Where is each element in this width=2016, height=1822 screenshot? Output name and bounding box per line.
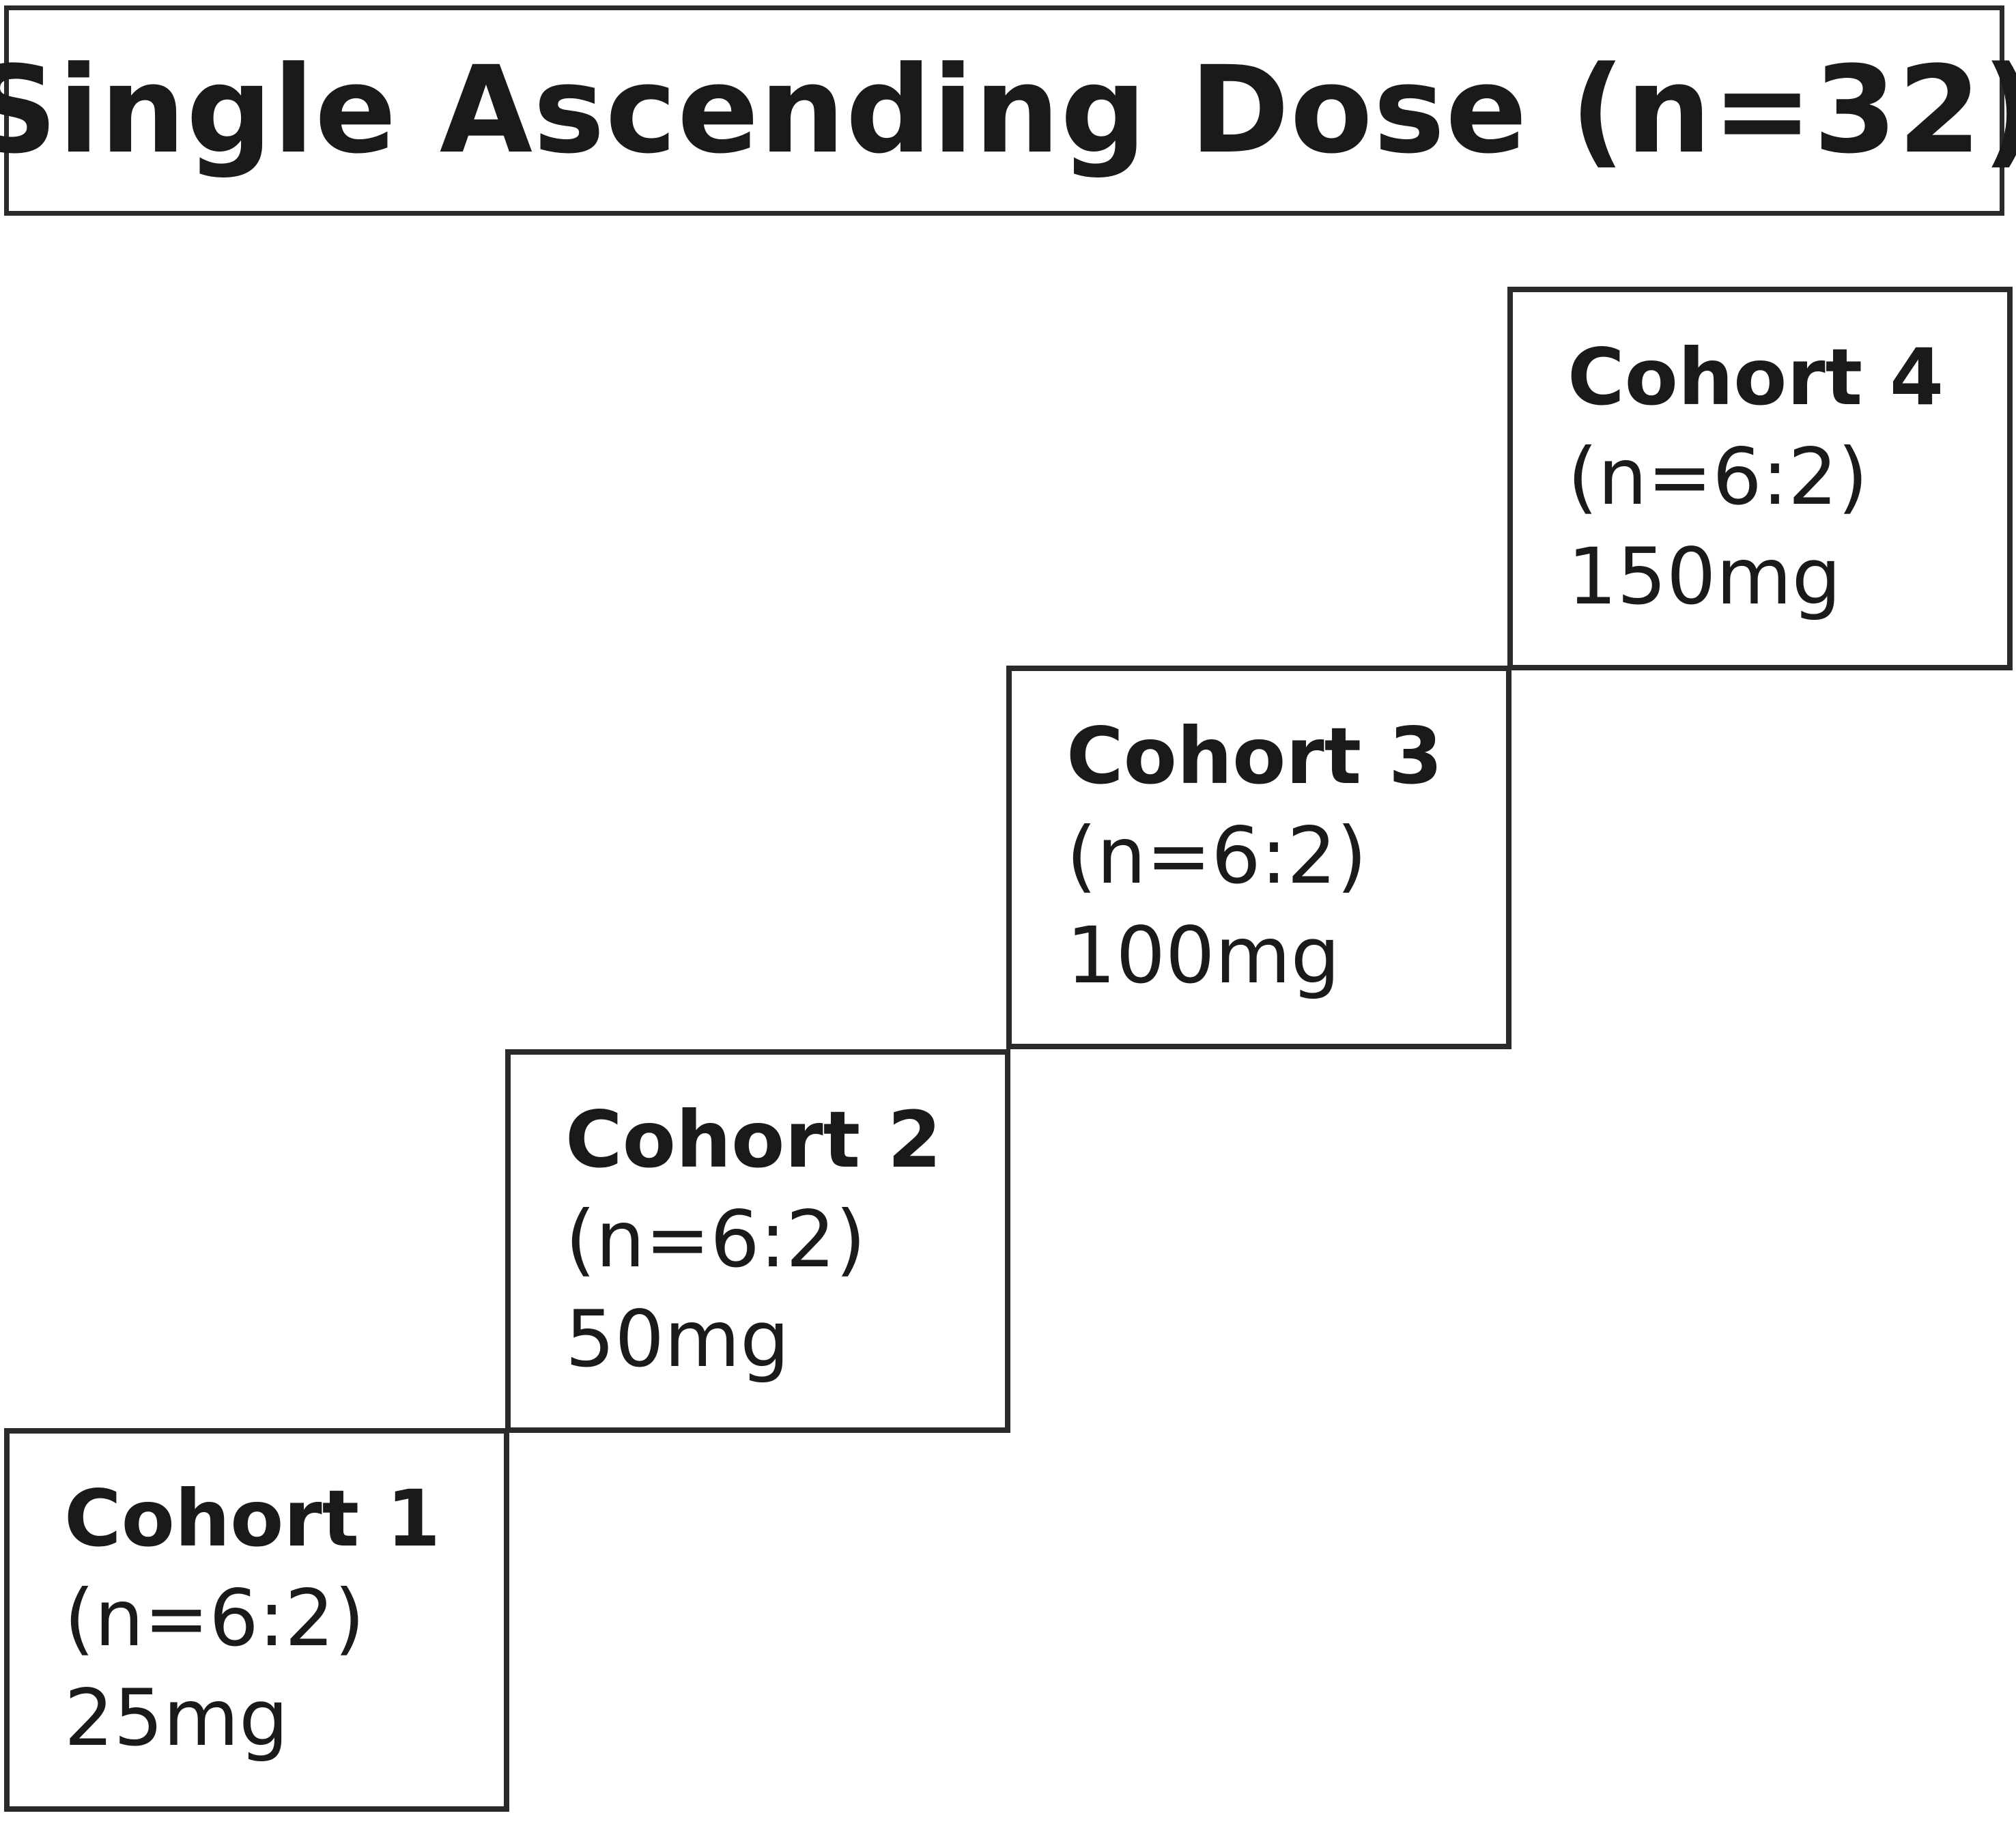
cohort-3-box: Cohort 3 (n=6:2) 100mg [1006, 666, 1511, 1049]
cohort-1-name: Cohort 1 [64, 1473, 441, 1564]
cohort-3-n: (n=6:2) [1066, 810, 1367, 901]
cohort-3-name: Cohort 3 [1066, 711, 1443, 801]
cohort-3-dose: 100mg [1066, 909, 1341, 1001]
cohort-1-dose: 25mg [64, 1672, 289, 1763]
cohort-4-box: Cohort 4 (n=6:2) 150mg [1507, 287, 2013, 670]
cohort-4-name: Cohort 4 [1567, 332, 1944, 423]
cohort-1-n: (n=6:2) [64, 1572, 365, 1664]
cohort-2-n: (n=6:2) [565, 1193, 866, 1285]
cohort-2-box: Cohort 2 (n=6:2) 50mg [505, 1049, 1010, 1433]
cohort-2-name: Cohort 2 [565, 1094, 942, 1185]
cohort-4-n: (n=6:2) [1567, 431, 1869, 522]
diagram-title: Single Ascending Dose (n=32) [0, 40, 2016, 180]
cohort-1-box: Cohort 1 (n=6:2) 25mg [4, 1428, 509, 1812]
cohort-4-dose: 150mg [1567, 530, 1842, 622]
cohort-2-dose: 50mg [565, 1293, 790, 1384]
title-box: Single Ascending Dose (n=32) [0, 5, 2016, 216]
